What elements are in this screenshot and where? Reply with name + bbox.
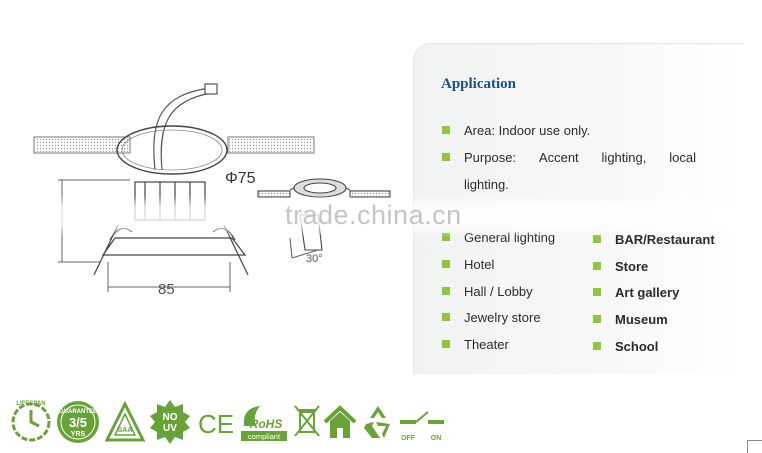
svg-text:NO: NO (163, 412, 178, 423)
venue-left-item: Theater (464, 337, 509, 352)
ce-icon: CE (198, 409, 234, 439)
purpose-continuation: lighting. (464, 177, 509, 192)
svg-text:ON: ON (431, 435, 442, 442)
bullet-venue-left (442, 260, 450, 268)
purpose-word: Purpose: (464, 150, 517, 165)
application-title: Application (441, 76, 517, 92)
ceiling-board-right (227, 136, 315, 154)
svg-text:LIFESPAN: LIFESPAN (16, 401, 45, 407)
svg-text:YRS: YRS (71, 431, 86, 438)
bullet-venue-right (593, 235, 601, 243)
venue-left-item: Hall / Lobby (464, 284, 533, 299)
bullet-venue-right (593, 315, 601, 323)
ceiling-board-left (33, 136, 131, 154)
lamp-ring (116, 125, 228, 175)
svg-text:GUARANTEE: GUARANTEE (59, 409, 97, 415)
width-label: 85 (158, 281, 175, 298)
technical-drawing: 85 Φ75 30° (33, 83, 391, 298)
svg-text:3/5: 3/5 (69, 415, 87, 430)
home-icon (323, 405, 357, 438)
wires (153, 83, 218, 171)
venue-right-item: Store (615, 259, 649, 274)
purpose-word: lighting, (601, 150, 647, 165)
bullet-venue-left (442, 313, 450, 321)
rohs-icon: RoHS compliant (241, 406, 287, 441)
lifespan-icon: LIFESPAN (11, 401, 51, 442)
venue-left-item: Jewelry store (464, 310, 541, 325)
venue-left-item: Hotel (464, 257, 495, 272)
svg-text:RoHS: RoHS (250, 417, 283, 431)
bullet-venue-left (442, 340, 450, 348)
guarantee-icon: GUARANTEE 3/5 YRS (57, 401, 99, 443)
watermark-band (0, 195, 762, 237)
no-uv-icon: NO UV (150, 400, 190, 444)
saa-icon: SAA (104, 400, 146, 442)
bullet-venue-right (593, 342, 601, 350)
svg-text:SAA: SAA (118, 427, 133, 434)
bullet-venue-right (593, 288, 601, 296)
angle-label: 30° (306, 253, 323, 265)
bullet-area (442, 126, 450, 134)
bullet-venue-left (442, 287, 450, 295)
venue-right-item: Museum (615, 312, 668, 327)
svg-text:OFF: OFF (401, 435, 416, 442)
venue-right-item: School (615, 339, 659, 354)
purpose-text: Purpose: Accent lighting, local (464, 150, 696, 165)
purpose-word: Accent (538, 150, 579, 165)
venue-right-item: Art gallery (615, 285, 680, 300)
bullet-venue-left (442, 233, 450, 241)
corner-mark (747, 440, 762, 453)
svg-text:compliant: compliant (248, 432, 281, 441)
bullet-purpose (442, 153, 450, 161)
bullet-venue-right (593, 262, 601, 270)
area-text: Area: Indoor use only. (464, 123, 591, 138)
width-dimension (107, 262, 231, 292)
purpose-word: local (669, 150, 696, 165)
side-view (257, 178, 391, 259)
svg-text:CE: CE (198, 409, 234, 439)
diameter-label: Φ75 (225, 170, 256, 187)
weee-bin-icon (294, 405, 320, 437)
recycle-icon (364, 406, 390, 438)
svg-text:UV: UV (163, 423, 177, 434)
watermark-text: trade.china.cn (285, 200, 462, 230)
switch-on-off-icon: OFF ON (400, 411, 444, 442)
